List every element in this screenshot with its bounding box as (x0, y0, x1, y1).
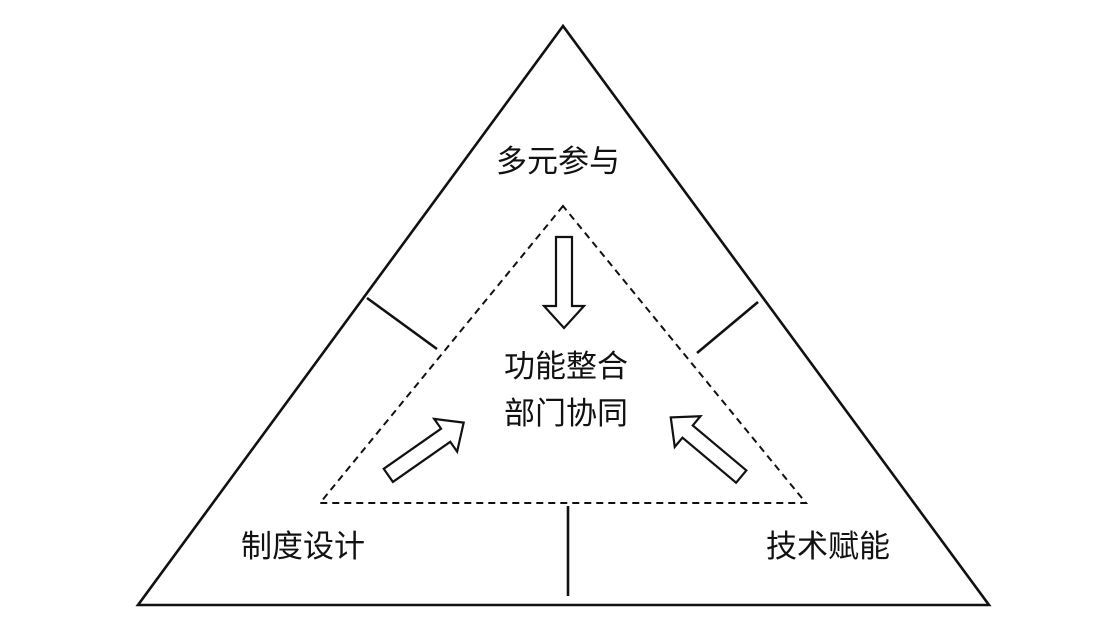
label-center-line2: 部门协同 (504, 396, 628, 432)
divider-right (696, 301, 759, 354)
label-bottom-right: 技术赋能 (766, 529, 890, 565)
arrow-up-right-icon (382, 417, 466, 484)
inner-dashed-triangle (317, 204, 809, 504)
divider-left (366, 296, 438, 351)
label-bottom-left: 制度设计 (241, 529, 365, 565)
label-top: 多元参与 (496, 144, 620, 180)
outer-triangle (135, 23, 992, 607)
label-center-line1: 功能整合 (504, 349, 628, 385)
arrow-down-icon (541, 235, 587, 330)
arrow-up-left-icon (669, 415, 748, 485)
